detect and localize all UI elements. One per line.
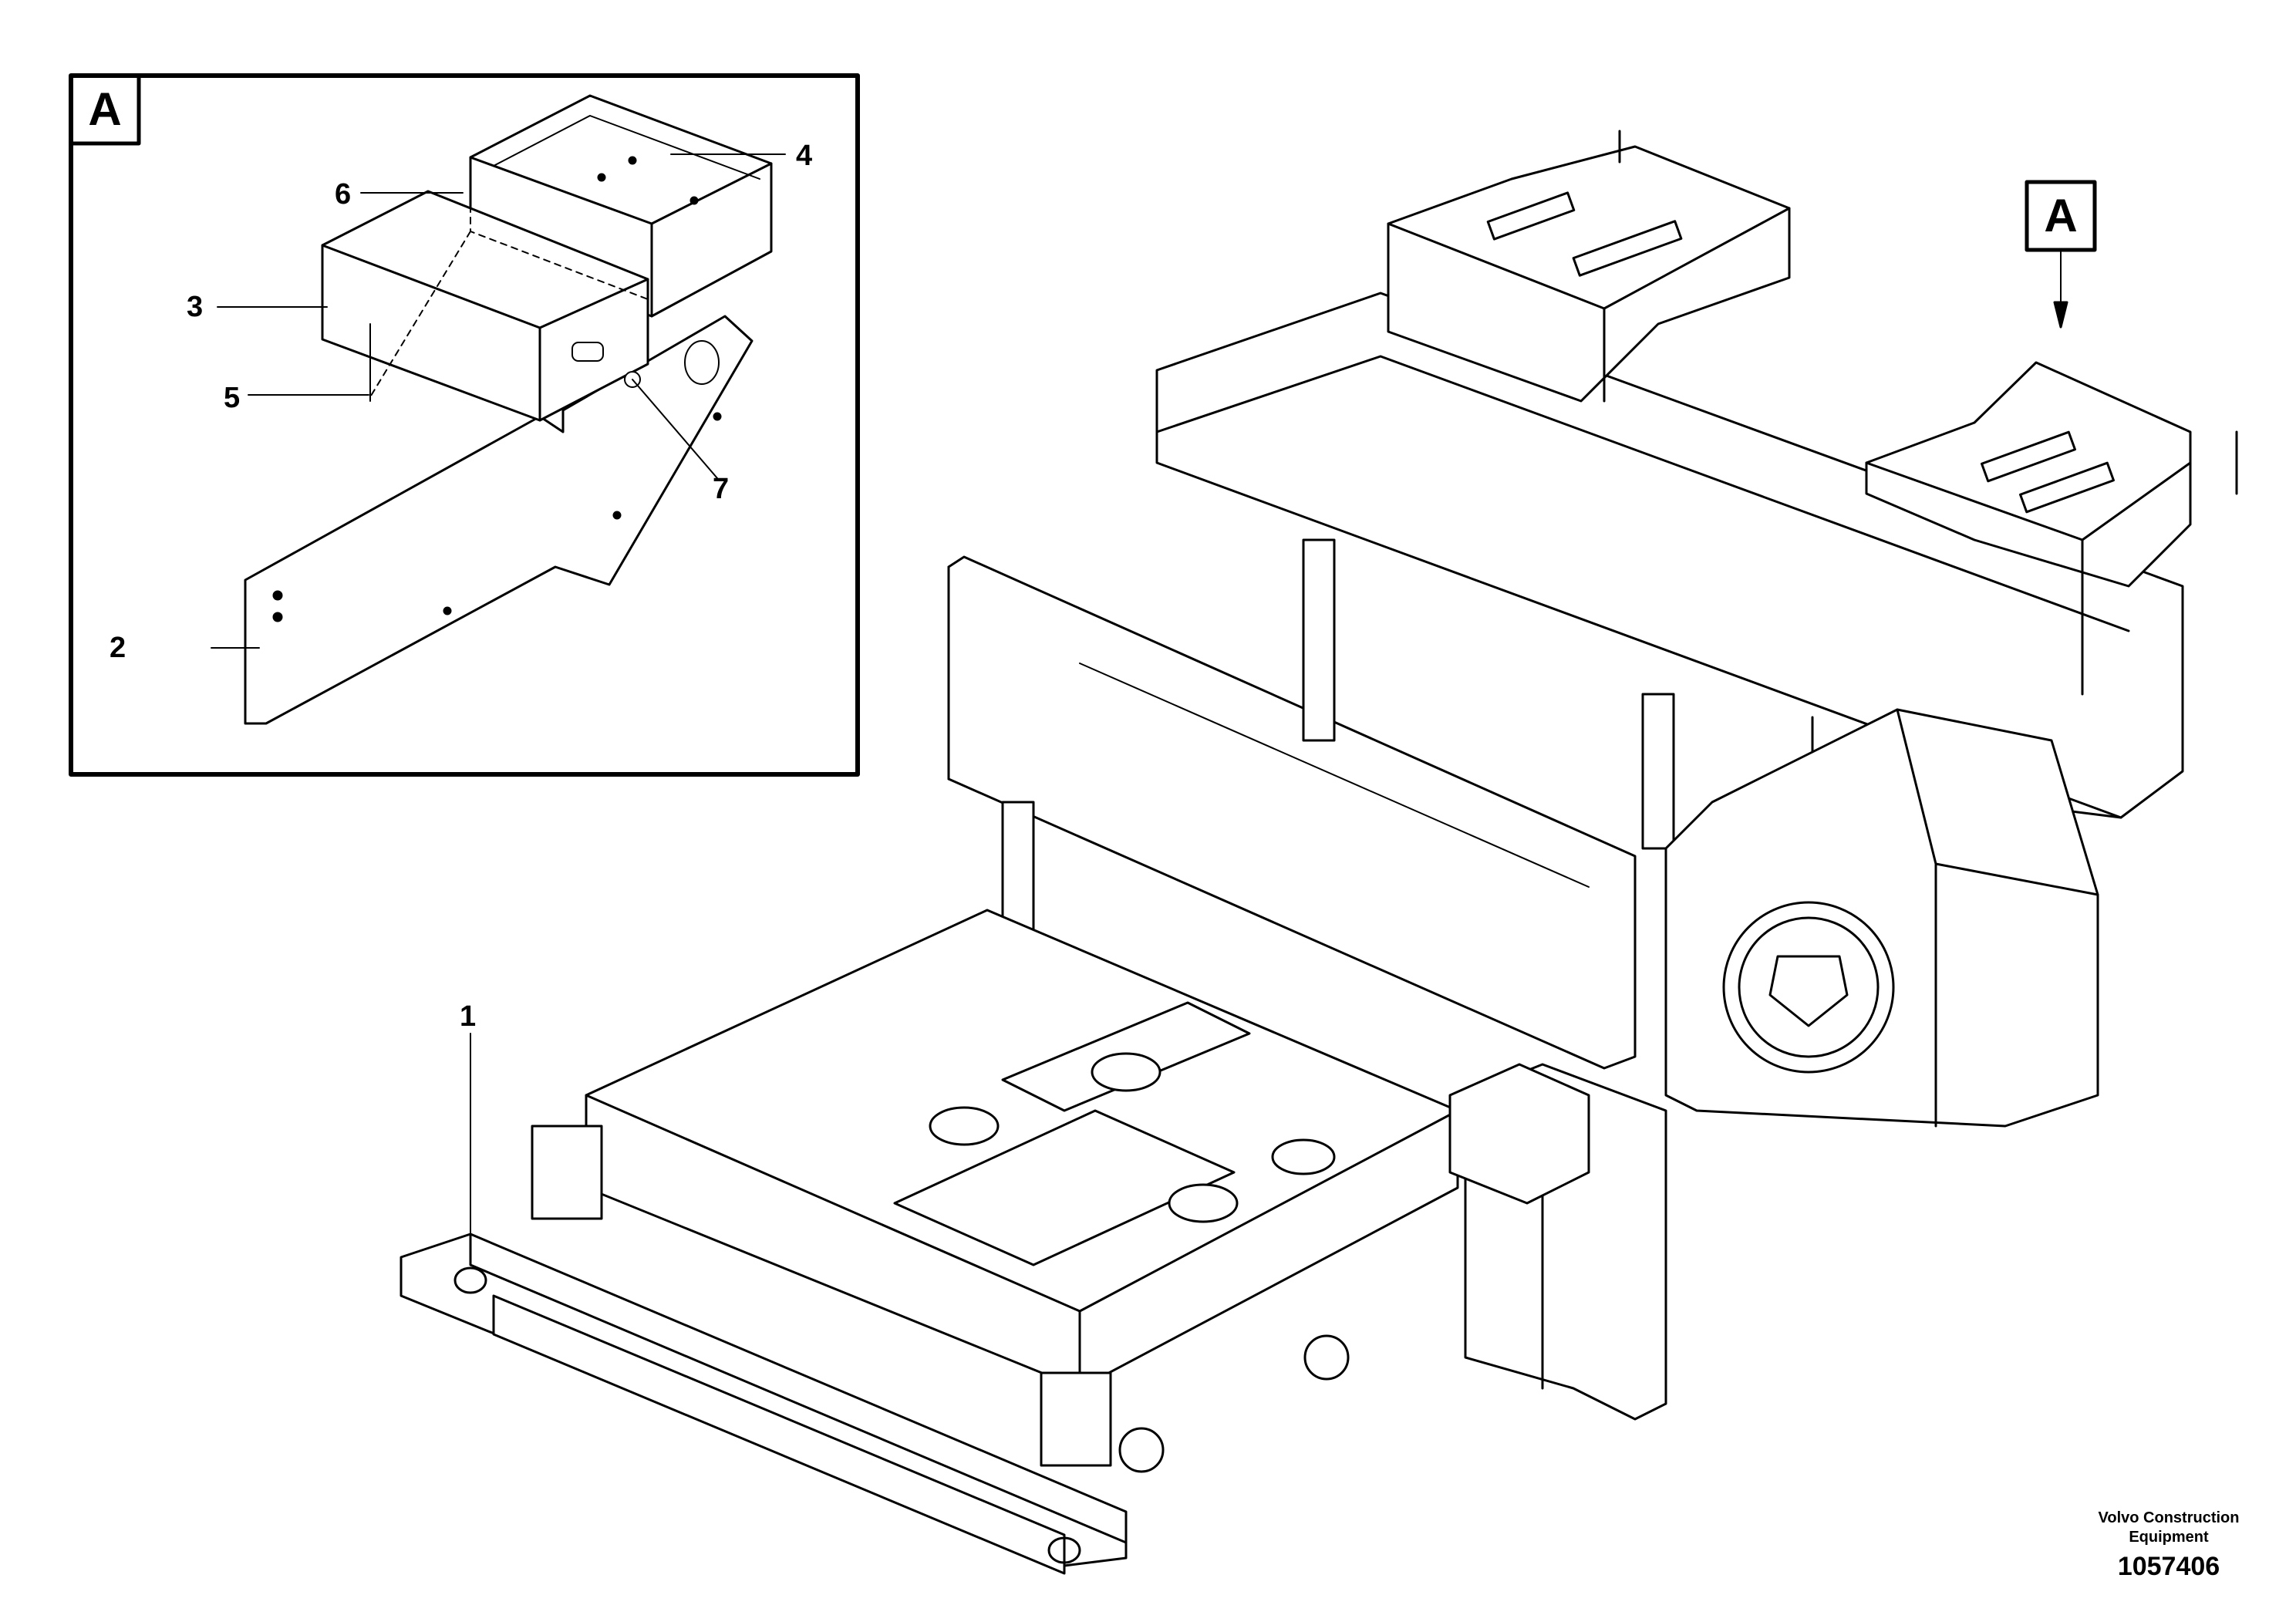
footer: Volvo Construction Equipment 1057406 — [2099, 1509, 2240, 1581]
detail-view-a: A 2 — [69, 73, 860, 777]
right-frame — [1664, 708, 2099, 1128]
detail-frame — [69, 73, 860, 777]
side-plate-part-2 — [244, 315, 754, 725]
rear-upper-frame — [1155, 292, 2184, 819]
upper-box-right — [1865, 361, 2192, 588]
callout-3: 3 — [187, 291, 203, 323]
spacer-part-7 — [571, 342, 604, 362]
detail-view-letter: A — [88, 83, 121, 135]
footer-brand-line2: Equipment — [2129, 1529, 2209, 1546]
view-a-arrow — [2053, 301, 2068, 329]
callout-7: 7 — [713, 473, 729, 505]
callout-1-main: 1 — [460, 1000, 476, 1033]
callout-2: 2 — [110, 632, 126, 664]
drawing-number: 1057406 — [2118, 1552, 2220, 1581]
upper-box-left — [1387, 145, 1791, 403]
callout-5: 5 — [224, 382, 240, 414]
detail-letter-box — [69, 73, 141, 146]
callout-4: 4 — [796, 140, 812, 172]
view-a-marker-letter: A — [2044, 190, 2077, 241]
callout-6: 6 — [335, 178, 351, 211]
frame-assembly: 1 A — [400, 130, 2238, 1575]
footer-brand-line1: Volvo Construction — [2099, 1509, 2240, 1526]
